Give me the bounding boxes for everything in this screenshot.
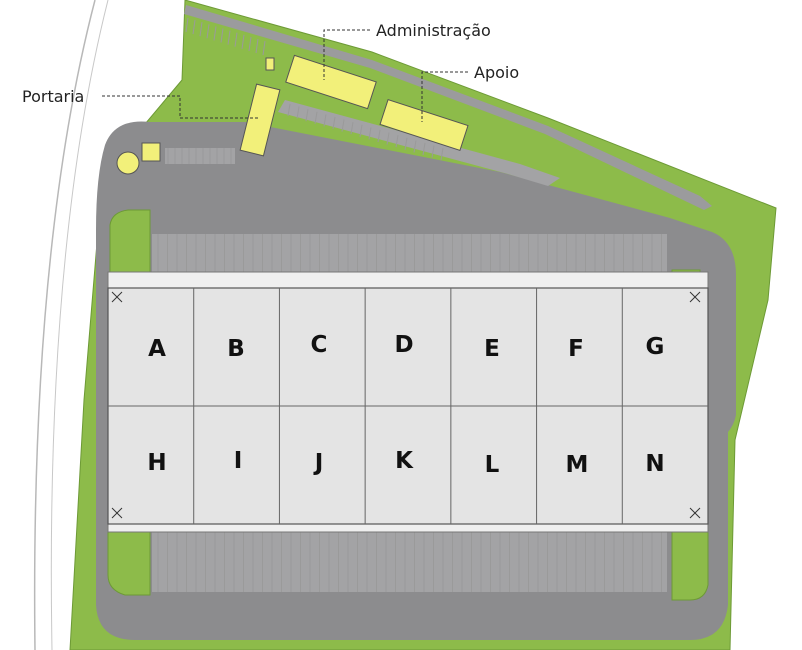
stall-line [296, 106, 300, 119]
unit-grid [108, 288, 708, 524]
stall-line [314, 111, 318, 124]
parking-stalls-access [165, 17, 444, 164]
stall-line [241, 34, 245, 49]
stall-line [255, 38, 259, 54]
unit-label-a[interactable]: A [148, 336, 166, 362]
unit-label-e[interactable]: E [484, 336, 500, 362]
unit-label-m[interactable]: M [566, 452, 589, 478]
stall-line [440, 148, 444, 161]
road-edge-left [33, 0, 96, 650]
stall-line [248, 36, 252, 51]
stall-line [404, 137, 408, 150]
unit-label-g[interactable]: G [646, 334, 665, 360]
stall-line [220, 28, 224, 43]
stall-line [192, 20, 196, 35]
callout-administracao: Administração [376, 21, 491, 40]
parking-stalls-top [152, 234, 667, 274]
leader-apoio [421, 71, 468, 122]
unit-label-n[interactable]: N [645, 451, 664, 477]
road-edge-left-inner [50, 0, 109, 650]
stall-line [305, 109, 309, 122]
green-island-bottom-left [107, 527, 151, 596]
callout-portaria: Portaria [22, 87, 84, 106]
stall-line [262, 41, 266, 56]
administracao-building [285, 54, 377, 110]
stall-line [185, 17, 189, 33]
stair-symbol-top-left [111, 291, 123, 303]
stall-line [341, 119, 345, 132]
stall-line [386, 132, 390, 145]
stall-line [413, 140, 417, 153]
green-island-left [109, 209, 151, 283]
access-road [184, 5, 712, 210]
stall-line [395, 135, 399, 148]
stair-symbol-bottom-right [689, 507, 701, 519]
stall-line [323, 114, 327, 127]
stall-line [377, 129, 381, 143]
parking-row-bottom [152, 532, 667, 592]
unit-label-k[interactable]: K [395, 448, 414, 474]
parking-stalls-bottom [152, 532, 667, 592]
unit-label-d[interactable]: D [394, 332, 413, 358]
stall-line [368, 127, 372, 140]
parking-row-top [152, 234, 667, 274]
stall-line [227, 30, 231, 45]
stall-line [199, 22, 203, 37]
guard-kiosk [141, 142, 161, 162]
green-island-bottom-right [671, 527, 709, 601]
leader-administracao [323, 29, 370, 80]
stall-line [422, 142, 426, 156]
access-road-2 [278, 100, 560, 186]
unit-label-c[interactable]: C [311, 332, 328, 358]
stall-line [431, 145, 435, 158]
stall-line [213, 26, 217, 41]
stall-line [287, 103, 291, 117]
unit-label-f[interactable]: F [568, 336, 584, 362]
small-shed [265, 57, 275, 71]
stall-line [234, 32, 238, 47]
unit-label-h[interactable]: H [147, 450, 166, 476]
stair-symbol-bottom-left [111, 507, 123, 519]
unit-label-l[interactable]: L [485, 452, 500, 478]
portaria-building [239, 83, 281, 157]
unit-label-j[interactable]: J [313, 450, 324, 476]
stair-symbol-top-right [689, 291, 701, 303]
stall-line [350, 122, 354, 135]
unit-label-i[interactable]: I [234, 448, 243, 474]
stall-line [332, 116, 336, 130]
stall-line [359, 124, 363, 137]
stall-line [206, 24, 210, 39]
apoio-building [379, 99, 469, 151]
unit-label-b[interactable]: B [227, 336, 245, 362]
callout-apoio: Apoio [474, 63, 519, 82]
water-tank [116, 151, 140, 175]
